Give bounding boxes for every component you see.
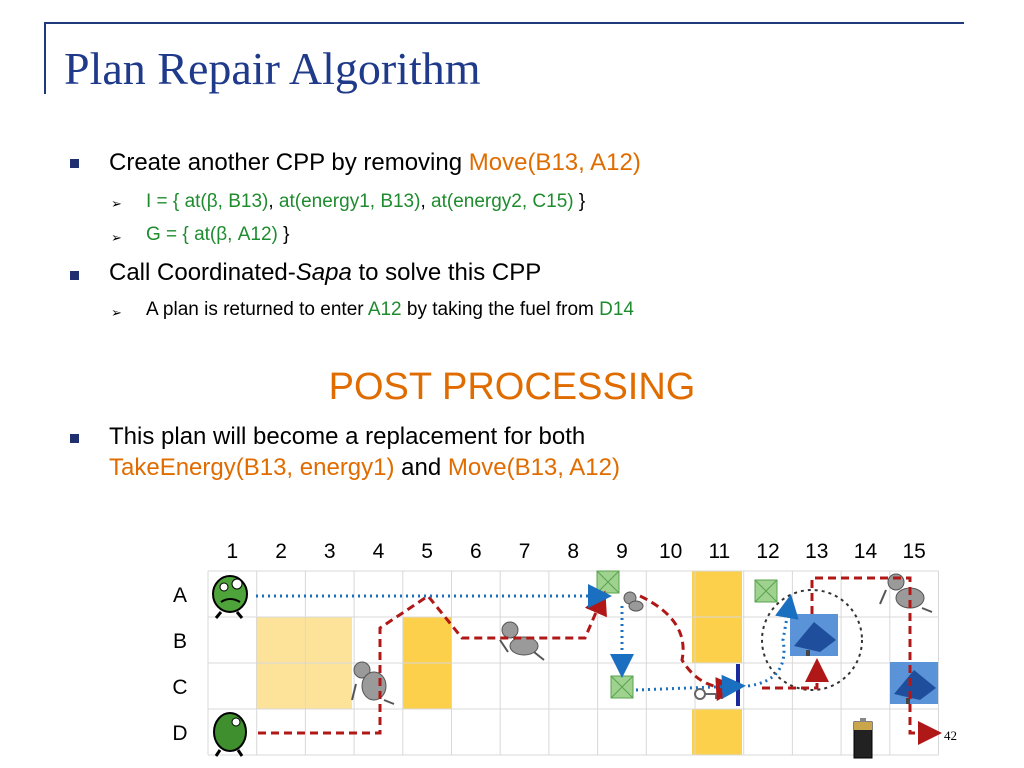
red-dashed-path — [810, 576, 942, 745]
column-label: 9 — [616, 540, 628, 563]
highlight-text: Move(B13, A12) — [447, 454, 620, 481]
brace: } — [573, 191, 586, 212]
bullet-square — [70, 434, 79, 443]
bullet-text: Create another CPP by removing — [109, 149, 469, 176]
row-label: B — [173, 630, 187, 653]
target-square-icon — [754, 579, 778, 603]
arrow-bullet-icon: ➢ — [111, 196, 122, 211]
column-label: 6 — [470, 540, 482, 563]
brace: } — [277, 224, 290, 245]
italic-text: Sapa — [295, 259, 352, 286]
bullet-text: to solve this CPP — [351, 259, 542, 286]
red-dashed-path — [258, 590, 607, 735]
frame-left-rule — [44, 22, 46, 94]
key-icon — [694, 688, 726, 700]
separator: , — [420, 191, 432, 212]
page-number: 42 — [944, 728, 957, 743]
column-label: 13 — [805, 540, 828, 563]
post-processing-heading: POST PROCESSING — [328, 366, 696, 408]
robot-icon — [212, 575, 248, 619]
bullet-replacement-line1: This plan will become a replacement for … — [109, 423, 586, 450]
column-label: 7 — [519, 540, 531, 563]
dotted-circle — [761, 589, 863, 691]
column-label: 2 — [275, 540, 287, 563]
column-label: 5 — [421, 540, 433, 563]
highlight-text: Move(B13, A12) — [468, 149, 641, 176]
bullet-text: Call Coordinated- — [109, 259, 296, 286]
bullet-call-sapa: Call Coordinated-Sapa to solve this CPP — [109, 259, 541, 287]
red-dashed-path — [639, 594, 740, 702]
monkey-icon — [623, 591, 644, 612]
bullet-text: A plan is returned to enter — [146, 299, 368, 320]
monkey-icon — [499, 621, 545, 661]
bullet-square — [70, 271, 79, 280]
column-label: 10 — [659, 540, 682, 563]
blue-dotted-path — [747, 594, 799, 688]
sub-bullet-goal-state: G = { at(β, A12) } — [146, 224, 289, 246]
target-square-icon — [610, 675, 634, 699]
bullet-replacement-line2: TakeEnergy(B13, energy1) and Move(B13, A… — [109, 454, 620, 482]
column-label: 3 — [324, 540, 336, 563]
robot-icon — [213, 712, 247, 757]
sub-bullet-initial-state: I = { at(β, B13), at(energy1, B13), at(e… — [146, 191, 585, 213]
monkey-icon — [879, 573, 933, 613]
red-dashed-path — [762, 658, 829, 690]
cell-ref: A12 — [367, 299, 402, 320]
column-label: 15 — [902, 540, 925, 563]
column-label: 8 — [567, 540, 579, 563]
monkey-icon — [351, 661, 395, 705]
bullet-create-cpp: Create another CPP by removing Move(B13,… — [109, 149, 641, 177]
bullet-text: by taking the fuel from — [401, 299, 600, 320]
column-label: 4 — [373, 540, 385, 563]
column-label: 14 — [854, 540, 878, 563]
row-label: C — [172, 676, 187, 699]
cell-ref: D14 — [599, 299, 634, 320]
highlight-cell-block — [692, 709, 742, 755]
state-value: at(energy2, C15) — [431, 191, 574, 212]
grid-lines — [207, 570, 939, 756]
arrow-bullet-icon: ➢ — [111, 305, 122, 320]
sub-bullet-plan-returned: A plan is returned to enter A12 by takin… — [146, 299, 634, 321]
column-label: 11 — [708, 540, 730, 563]
column-label: 12 — [756, 540, 779, 563]
row-label: D — [172, 722, 187, 745]
state-label: G = { — [146, 224, 195, 245]
bullet-text: and — [394, 454, 448, 481]
solar-panel-icon — [890, 662, 938, 704]
column-label: 1 — [227, 540, 239, 563]
bullet-square — [70, 159, 79, 168]
separator: , — [268, 191, 279, 212]
slide-title: Plan Repair Algorithm — [64, 43, 481, 94]
solar-panel-icon — [790, 614, 838, 656]
target-square-icon — [596, 570, 620, 594]
arrow-bullet-icon: ➢ — [111, 230, 122, 245]
state-label: I = { — [146, 191, 185, 212]
battery-icon — [853, 718, 873, 759]
state-value: at(β, B13) — [184, 191, 269, 212]
row-label: A — [173, 584, 187, 607]
highlight-text: TakeEnergy(B13, energy1) — [109, 454, 395, 481]
state-value: at(β, A12) — [194, 224, 278, 245]
state-value: at(energy1, B13) — [278, 191, 421, 212]
frame-top-rule — [44, 22, 964, 24]
